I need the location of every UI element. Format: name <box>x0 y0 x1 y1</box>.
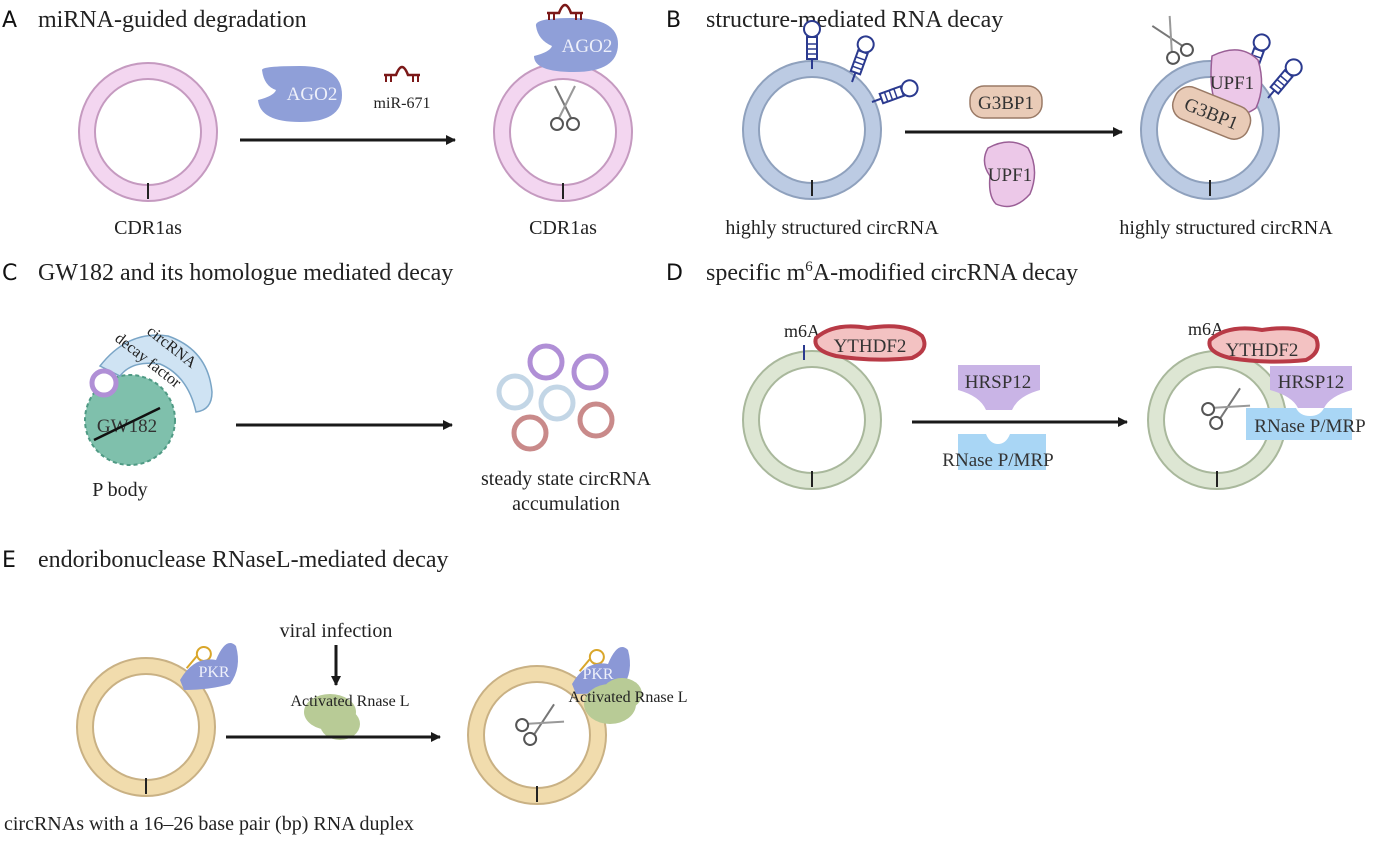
hrsp12-bound-label: HRSP12 <box>1278 372 1345 393</box>
panel-letter-d: D <box>666 261 683 286</box>
rnase-p-mrp-protein: RNase P/MRP <box>942 434 1054 471</box>
hrsp12-protein: HRSP12 <box>958 365 1040 410</box>
mirna-icon <box>382 65 422 84</box>
circrna-ring-b-left <box>742 60 882 200</box>
upf1-protein: UPF1 <box>983 141 1036 208</box>
panel-a: A miRNA-guided degradation CDR1as AGO2 m… <box>2 3 633 239</box>
label-structured-left: highly structured circRNA <box>725 217 939 239</box>
p-body: GW182 <box>84 374 176 466</box>
panel-letter-c: C <box>2 261 17 286</box>
gw182-strikethrough <box>93 406 161 442</box>
hrsp12-label: HRSP12 <box>965 372 1032 393</box>
ago2-protein-bound: AGO2 <box>534 18 618 72</box>
rnase-p-mrp-protein-bound: RNase P/MRP <box>1246 408 1366 440</box>
label-accumulation: accumulation <box>512 493 620 515</box>
g3bp1-label: G3BP1 <box>978 93 1034 114</box>
accumulated-circrnas <box>496 343 615 452</box>
mirna-label: miR-671 <box>374 95 431 112</box>
hrsp12-protein-bound: HRSP12 <box>1270 366 1352 408</box>
pkr-protein: PKR <box>180 643 238 690</box>
panel-letter-e: E <box>2 548 16 573</box>
panel-title-e: endoribonuclease RNaseL-mediated decay <box>38 547 448 573</box>
scissors-icon-e <box>512 699 568 749</box>
panel-title-b: structure-mediated RNA decay <box>706 7 1003 33</box>
panel-title-a: miRNA-guided degradation <box>38 7 307 33</box>
rnasel-protein-bound <box>584 678 642 724</box>
rnase-p-mrp-bound-label: RNase P/MRP <box>1254 416 1365 437</box>
ythdf2-bound-label: YTHDF2 <box>1226 340 1299 361</box>
small-circrna <box>89 368 119 398</box>
pkr-label: PKR <box>198 664 229 681</box>
scissors-icon-b <box>1147 12 1197 68</box>
label-cdr1as-right: CDR1as <box>529 217 597 239</box>
circrna-ring-e-left <box>76 657 216 797</box>
rnasel-label: Activated Rnase L <box>290 693 409 710</box>
upf1-label: UPF1 <box>988 165 1032 186</box>
circrna-ring-a-left <box>78 62 218 202</box>
scissors-icon-d <box>1198 383 1254 433</box>
scissors-icon <box>550 85 580 131</box>
panel-letter-b: B <box>666 8 681 33</box>
panel-letter-a: A <box>2 8 17 33</box>
circrna-ring-e-right <box>467 665 607 805</box>
rnasel-protein <box>304 694 360 740</box>
panel-title-c: GW182 and its homologue mediated decay <box>38 260 453 286</box>
panel-d: D specific m6A-modified circRNA decay m6… <box>666 259 1366 490</box>
m6a-label: m6A <box>784 321 820 341</box>
circrna-ring-a-right <box>493 62 633 202</box>
label-cdr1as-left: CDR1as <box>114 217 182 239</box>
ago2-bound-label: AGO2 <box>562 36 613 57</box>
rnase-p-mrp-label: RNase P/MRP <box>942 450 1053 471</box>
panel-c: C GW182 and its homologue mediated decay… <box>2 260 652 515</box>
ythdf2-protein: YTHDF2 <box>813 324 927 362</box>
rnasel-bound-label: Activated Rnase L <box>568 689 687 706</box>
circrna-ring-b-right <box>1140 60 1280 200</box>
g3bp1-protein: G3BP1 <box>969 85 1043 119</box>
panel-e: E endoribonuclease RNaseL-mediated decay… <box>2 547 688 835</box>
ythdf2-protein-bound: YTHDF2 <box>1207 326 1320 364</box>
ago2-label: AGO2 <box>287 84 338 105</box>
upf1-bound-label: UPF1 <box>1210 73 1254 94</box>
ythdf2-label: YTHDF2 <box>834 336 907 357</box>
label-steady-state: steady state circRNA <box>481 468 651 490</box>
label-structured-right: highly structured circRNA <box>1119 217 1333 239</box>
label-duplex-circrnas: circRNAs with a 16–26 base pair (bp) RNA… <box>4 813 414 835</box>
label-p-body: P body <box>92 479 147 501</box>
panel-title-d: specific m6A-modified circRNA decay <box>706 259 1078 286</box>
panel-b: B structure-mediated RNA decay highly st… <box>666 7 1333 239</box>
stemloop-icon-4 <box>1260 55 1306 105</box>
label-viral-infection: viral infection <box>280 620 393 642</box>
mirna-bound-icon <box>545 3 585 22</box>
circrna-ring-d-left <box>742 350 882 490</box>
ago2-protein: AGO2 <box>258 66 342 122</box>
pkr-bound-label: PKR <box>582 666 613 683</box>
